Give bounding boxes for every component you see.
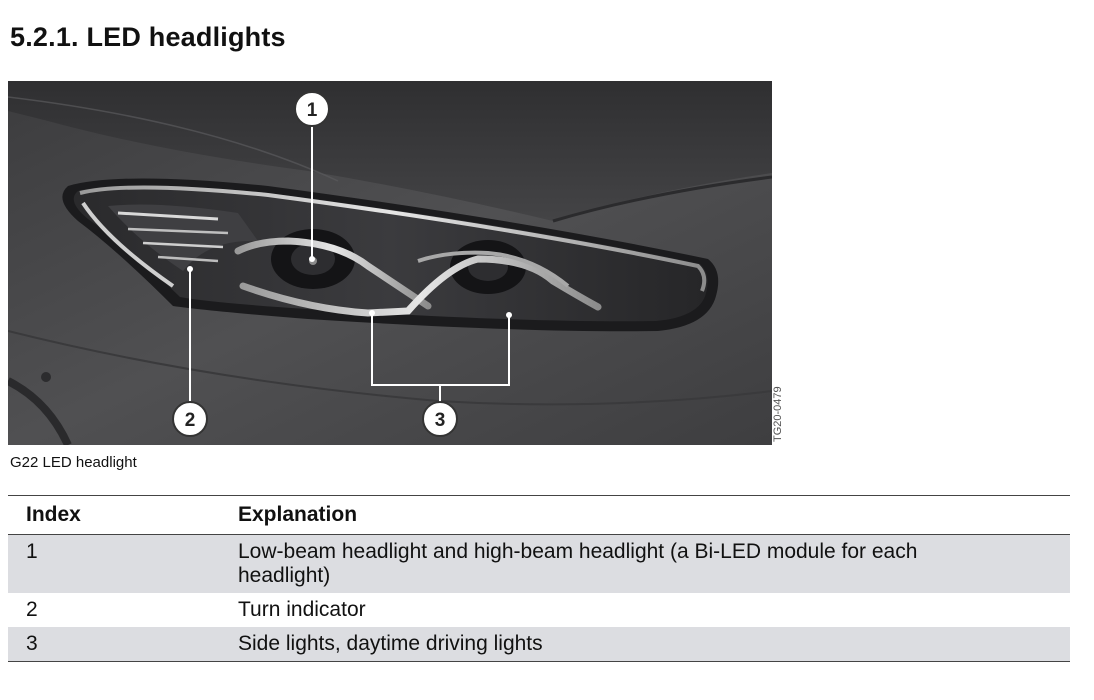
led-strip-a [117,211,219,221]
table-row: 3 Side lights, daytime driving lights [8,627,1070,662]
drl-guide-1 [234,237,432,310]
bumper-line [8,330,772,406]
header-explanation: Explanation [220,495,1070,535]
callout-1-label: 1 [307,100,318,121]
row-index: 2 [26,598,38,621]
callout-1-dot [309,256,315,262]
sensor-dot [41,372,51,382]
figure-caption: G22 LED headlight [10,454,137,471]
table-header-row: Index Explanation [8,495,1070,535]
wheel-arch [8,377,72,445]
table-row: 2 Turn indicator [8,593,1070,627]
legend-table: Index Explanation 1 Low-beam headlight a… [8,495,1070,662]
row-index: 1 [8,534,220,593]
chrome-trim-top [79,185,707,292]
row-explanation-line: headlight) [238,564,331,587]
hood-shut-line [552,175,772,223]
headlight-figure: 1 2 3 [8,81,772,445]
callout-3-badge: 3 [422,401,458,437]
row-explanation-line: Low-beam headlight and high-beam headlig… [238,540,918,563]
callout-3-label: 3 [435,410,446,431]
drl-guide-3 [417,250,570,288]
callout-3-dot-a [369,310,375,316]
led-strip-b [127,227,229,235]
turn-indicator-block [108,204,258,271]
figure-id-label: TG20-0479 [772,386,784,442]
callout-2-dot [187,266,193,272]
hood-crease [8,96,339,182]
row-explanation: Low-beam headlight and high-beam headlig… [220,534,1070,593]
row-index: 3 [8,627,220,662]
row-explanation: Turn indicator [238,598,366,621]
row-explanation: Side lights, daytime driving lights [220,627,1070,662]
led-strip-c [142,241,224,249]
hood-shape [8,81,772,221]
header-index: Index [8,495,220,535]
section-heading: 5.2.1. LED headlights [10,22,286,52]
led-strip-d [157,255,219,263]
drl-guide-2 [239,255,602,317]
callout-2-label: 2 [185,410,196,431]
callout-2-badge: 2 [172,401,208,437]
headlight-illustration: 1 2 3 [8,81,772,445]
table-row: 1 Low-beam headlight and high-beam headl… [8,534,1070,593]
callout-1-badge: 1 [294,91,330,127]
chrome-trim-left [81,201,175,288]
callout-3-dot-b [506,312,512,318]
